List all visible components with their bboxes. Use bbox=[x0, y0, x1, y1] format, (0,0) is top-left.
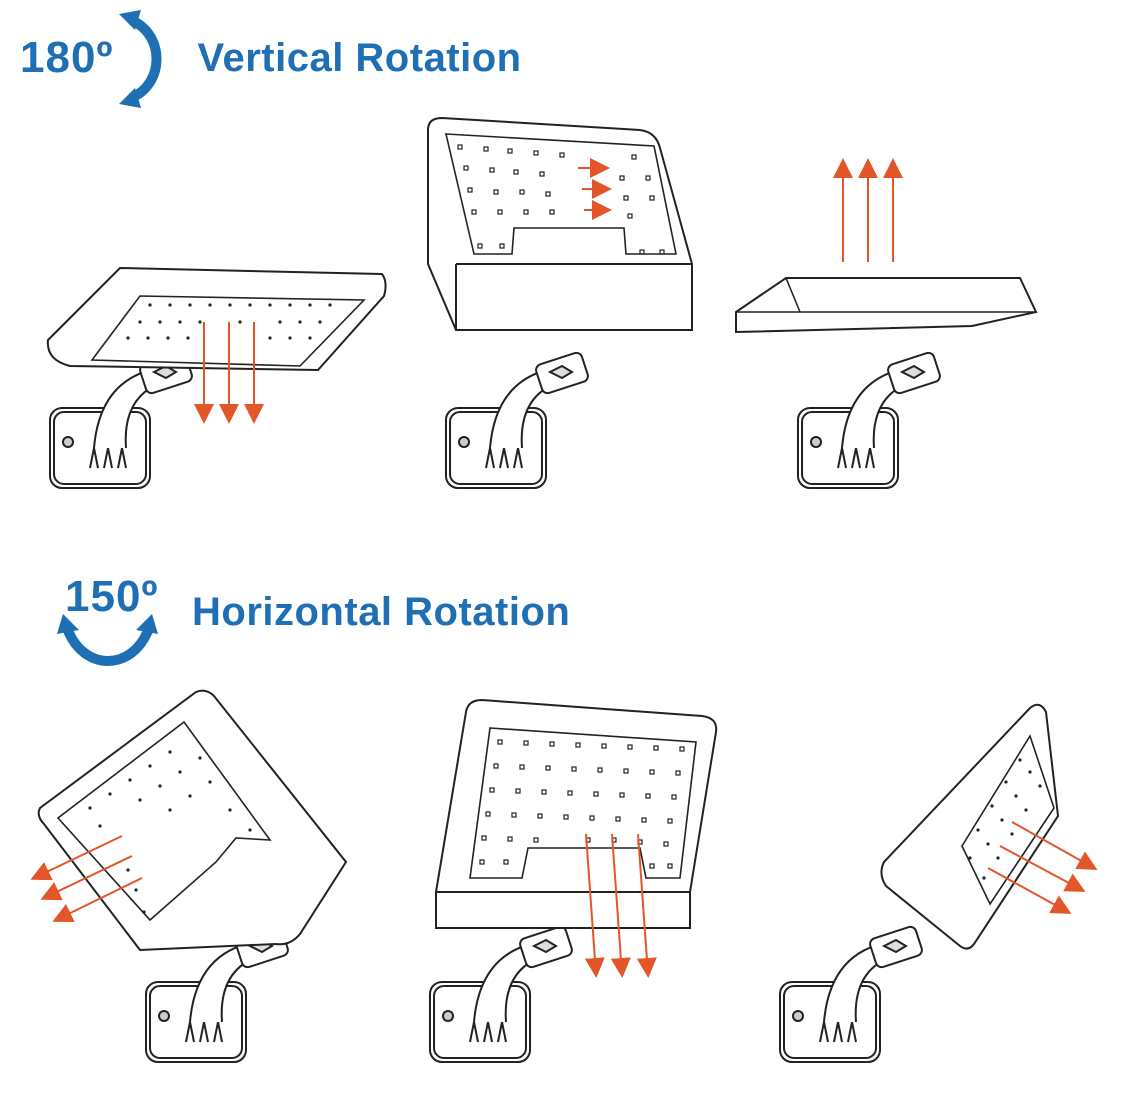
horizontal-degree-wrap: 150º bbox=[65, 572, 158, 622]
horizontal-illustration-3 bbox=[779, 703, 1098, 1063]
vertical-illustration-2 bbox=[427, 116, 693, 489]
horizontal-illustration-1 bbox=[30, 689, 348, 1063]
vertical-illustration-3 bbox=[735, 158, 1038, 489]
vertical-degree: 180º bbox=[20, 33, 114, 82]
horizontal-title: Horizontal Rotation bbox=[192, 590, 571, 634]
vertical-rotation-heading: 180º Vertical Rotation bbox=[20, 8, 522, 108]
rotate-arc-vertical-icon bbox=[113, 8, 175, 108]
horizontal-title-wrap: Horizontal Rotation bbox=[192, 590, 570, 635]
horizontal-degree: 150º bbox=[65, 572, 159, 621]
horizontal-illustration-2 bbox=[429, 698, 718, 1063]
rotate-arc-horizontal-icon bbox=[55, 612, 160, 679]
vertical-title: Vertical Rotation bbox=[197, 35, 522, 80]
vertical-illustration-1 bbox=[46, 266, 387, 489]
